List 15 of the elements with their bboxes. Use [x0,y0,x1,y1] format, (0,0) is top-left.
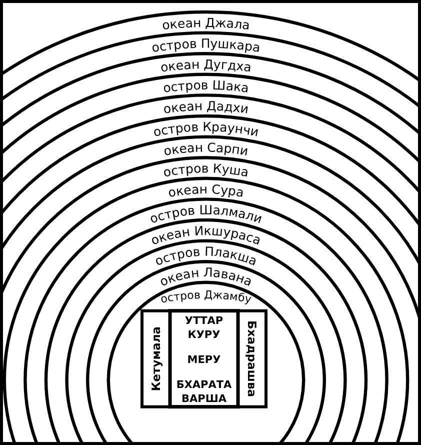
ring-label: остров Джамбу [160,288,252,306]
ring-label: океан Сура [166,181,246,200]
ring-label: океан Дадхи [162,98,250,116]
ring-label: океан Сарпи [162,140,250,159]
region-label: МЕРУ [187,354,221,366]
ring-label: остров Куша [162,160,250,180]
ring-label: остров Краунчи [152,119,260,140]
ring-label: остров Пушкара [150,36,262,56]
region-label: Бхадрашва [245,320,259,398]
region-label: УТТАР КУРУ [184,314,224,341]
ring-label: остров Шака [162,77,250,96]
region-label: БХАРАТА ВАРША [176,378,232,405]
ring-label: океан Дугдха [160,56,252,75]
ring-label: океан Джала [161,14,251,33]
region-label: Кетумала [149,326,163,392]
